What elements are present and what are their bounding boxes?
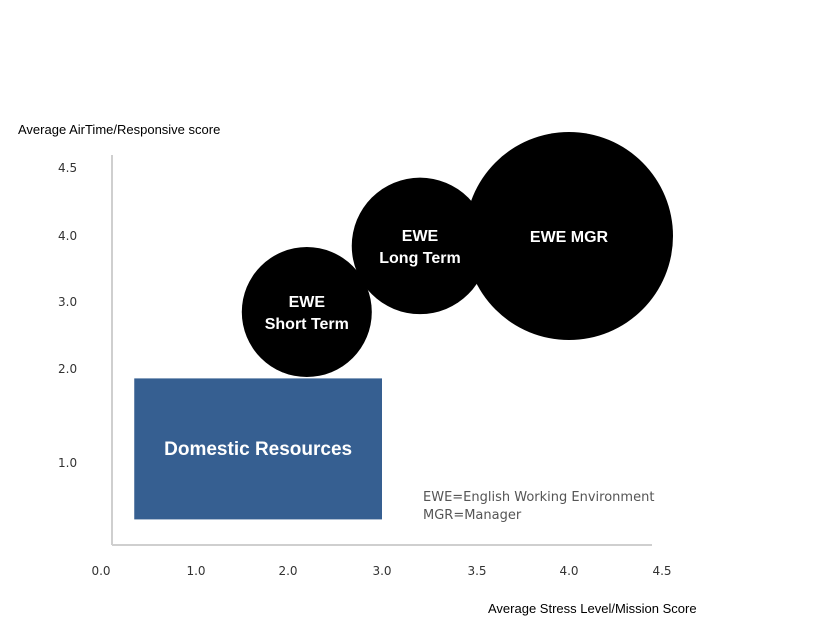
- x-tick-label: 1.0: [186, 564, 205, 578]
- region-label: Domestic Resources: [164, 439, 352, 460]
- y-tick-label: 2.0: [58, 362, 77, 376]
- bubble-label: EWE: [289, 294, 326, 311]
- x-tick-label: 4.5: [652, 564, 671, 578]
- x-tick-label: 3.5: [467, 564, 486, 578]
- x-tick-labels: 0.0 1.0 2.0 3.0 3.5 4.0 4.5: [91, 564, 671, 578]
- y-tick-labels: 1.0 2.0 3.0 4.0 4.5: [58, 161, 77, 470]
- y-tick-label: 3.0: [58, 295, 77, 309]
- y-tick-label: 1.0: [58, 456, 77, 470]
- region-layer: Domestic Resources: [134, 378, 382, 520]
- y-tick-label: 4.0: [58, 229, 77, 243]
- bubble-layer: EWE Short Term EWE Long Term EWE MGR: [241, 132, 673, 378]
- annotation-ewe: EWE=English Working Environment: [423, 490, 654, 505]
- x-tick-label: 3.0: [372, 564, 391, 578]
- x-tick-label: 4.0: [559, 564, 578, 578]
- region-domestic-resources: [134, 378, 382, 520]
- x-tick-label: 2.0: [278, 564, 297, 578]
- x-tick-label: 0.0: [91, 564, 110, 578]
- annotation-mgr: MGR=Manager: [423, 508, 522, 523]
- bubble: [465, 132, 673, 340]
- y-axis-label: Average AirTime/Responsive score: [18, 122, 220, 137]
- bubble-label: EWE: [402, 228, 439, 245]
- bubble-label: Long Term: [379, 250, 460, 267]
- x-axis-label: Average Stress Level/Mission Score: [488, 601, 697, 616]
- bubble: [241, 247, 372, 378]
- bubble-label: Short Term: [265, 316, 349, 333]
- bubble: [351, 177, 489, 315]
- y-tick-label: 4.5: [58, 161, 77, 175]
- axes: [111, 155, 652, 546]
- bubble-label: EWE MGR: [530, 229, 609, 246]
